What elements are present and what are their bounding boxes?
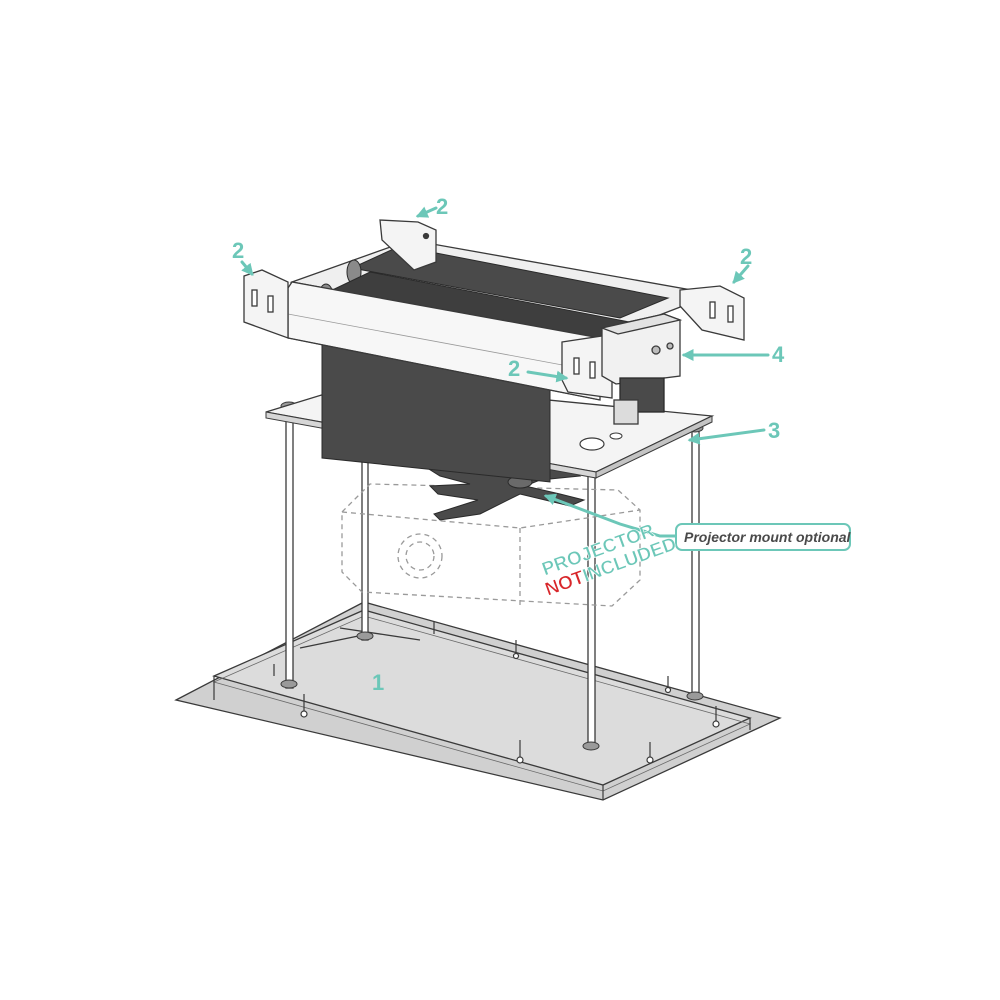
callout-numbers: 2 2 2 2 4 3 1 bbox=[232, 194, 785, 695]
bracket-right bbox=[679, 285, 745, 341]
leader-bracket-right bbox=[732, 264, 750, 284]
callout-frame: 1 bbox=[372, 670, 384, 695]
not-included-stamp: PROJECTOR NOT INCLUDED bbox=[539, 520, 680, 601]
ceiling-frame bbox=[174, 601, 782, 801]
callout-plate: 3 bbox=[768, 418, 780, 443]
leader-plate bbox=[687, 428, 766, 445]
rod-front-left bbox=[285, 405, 294, 689]
plate-hole bbox=[579, 437, 605, 451]
leader-mount bbox=[543, 493, 680, 538]
bracket-left bbox=[243, 269, 289, 339]
leader-bracket-mid bbox=[526, 370, 569, 383]
leader-bracket-left bbox=[240, 260, 254, 276]
projector-outline bbox=[341, 483, 641, 607]
plate-hole-small bbox=[609, 432, 623, 440]
motor-box bbox=[599, 313, 683, 425]
callout-motor: 4 bbox=[772, 342, 785, 367]
leader-bracket-top bbox=[415, 206, 438, 218]
mount-optional-label: Projector mount optional bbox=[675, 523, 852, 551]
callout-bracket-mid: 2 bbox=[508, 356, 520, 381]
plate-edge-right bbox=[595, 415, 713, 479]
mounting-brackets bbox=[243, 219, 745, 399]
callout-bracket-right: 2 bbox=[740, 244, 752, 269]
callout-bracket-top: 2 bbox=[436, 194, 448, 219]
rod-back-right bbox=[691, 429, 700, 697]
callout-leaders bbox=[240, 206, 770, 538]
bracket-top bbox=[379, 219, 437, 271]
mount-optional-text: Projector mount optional bbox=[684, 529, 852, 545]
callout-bracket-left: 2 bbox=[232, 238, 244, 263]
frame-screws bbox=[273, 622, 720, 764]
